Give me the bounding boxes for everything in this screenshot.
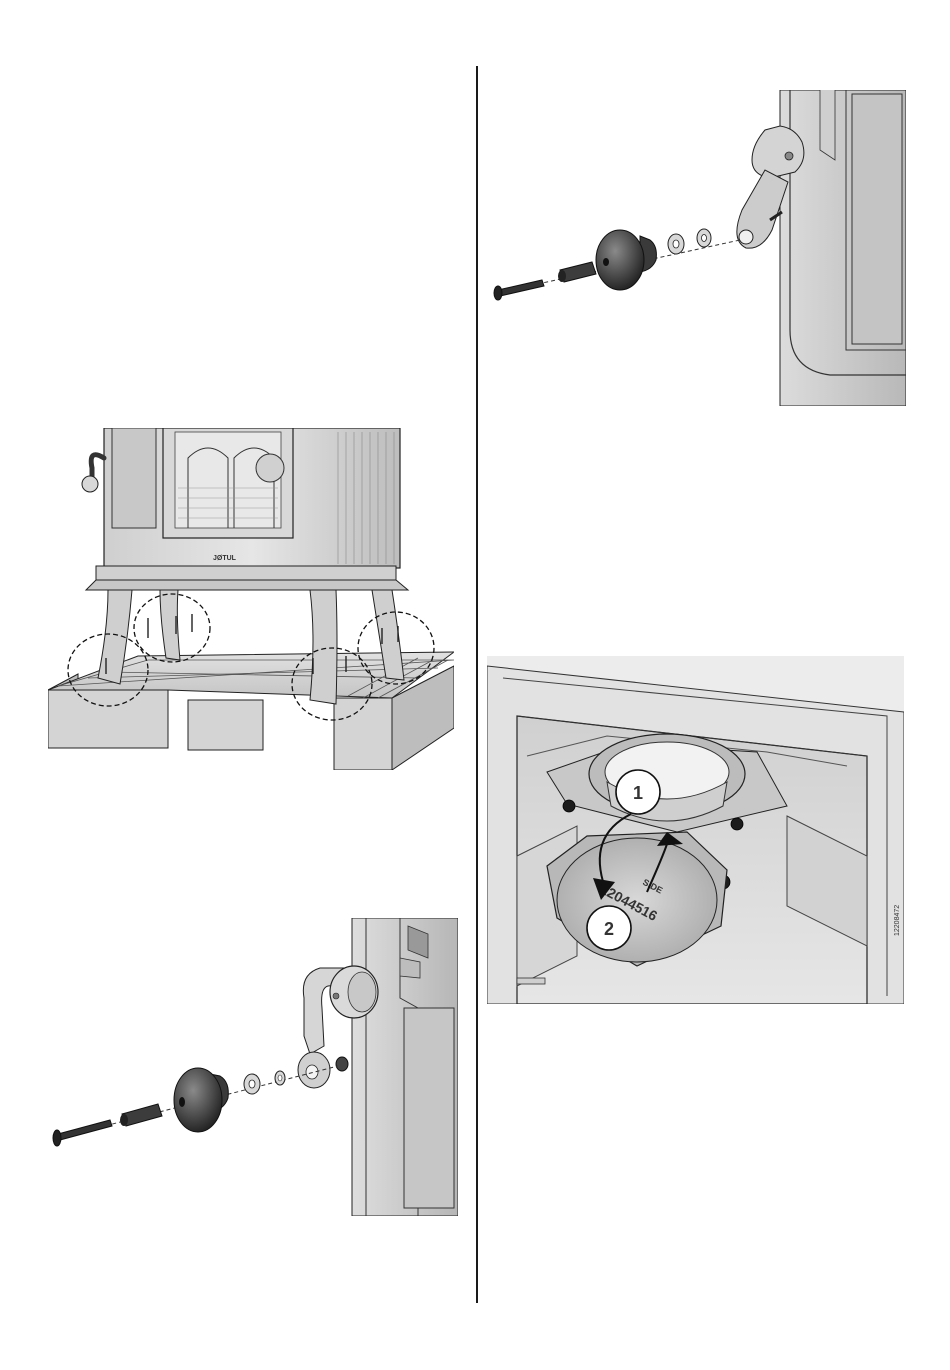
handle-knob-assembly-illustration-left bbox=[48, 918, 458, 1216]
side-part-code: 12208472 bbox=[894, 905, 901, 936]
brand-mark: JØTUL bbox=[213, 555, 237, 562]
handle-knob-assembly-figure-right bbox=[490, 90, 906, 406]
handle-knob-assembly-illustration-right bbox=[490, 90, 906, 406]
callout-2-label: 2 bbox=[604, 919, 614, 939]
flue-collar-figure: 12044516 SIDE 1 2 12208472 bbox=[487, 656, 904, 1004]
stove-on-pallet-figure: JØTUL bbox=[48, 428, 454, 770]
column-divider bbox=[476, 66, 478, 1303]
callout-1-label: 1 bbox=[633, 783, 643, 803]
callout-2: 2 bbox=[587, 906, 631, 950]
flue-collar-illustration: 12044516 SIDE 1 2 12208472 bbox=[487, 656, 904, 1004]
handle-knob-assembly-figure-left bbox=[48, 918, 458, 1216]
stove-on-pallet-illustration: JØTUL bbox=[48, 428, 454, 770]
callout-1: 1 bbox=[616, 770, 660, 814]
